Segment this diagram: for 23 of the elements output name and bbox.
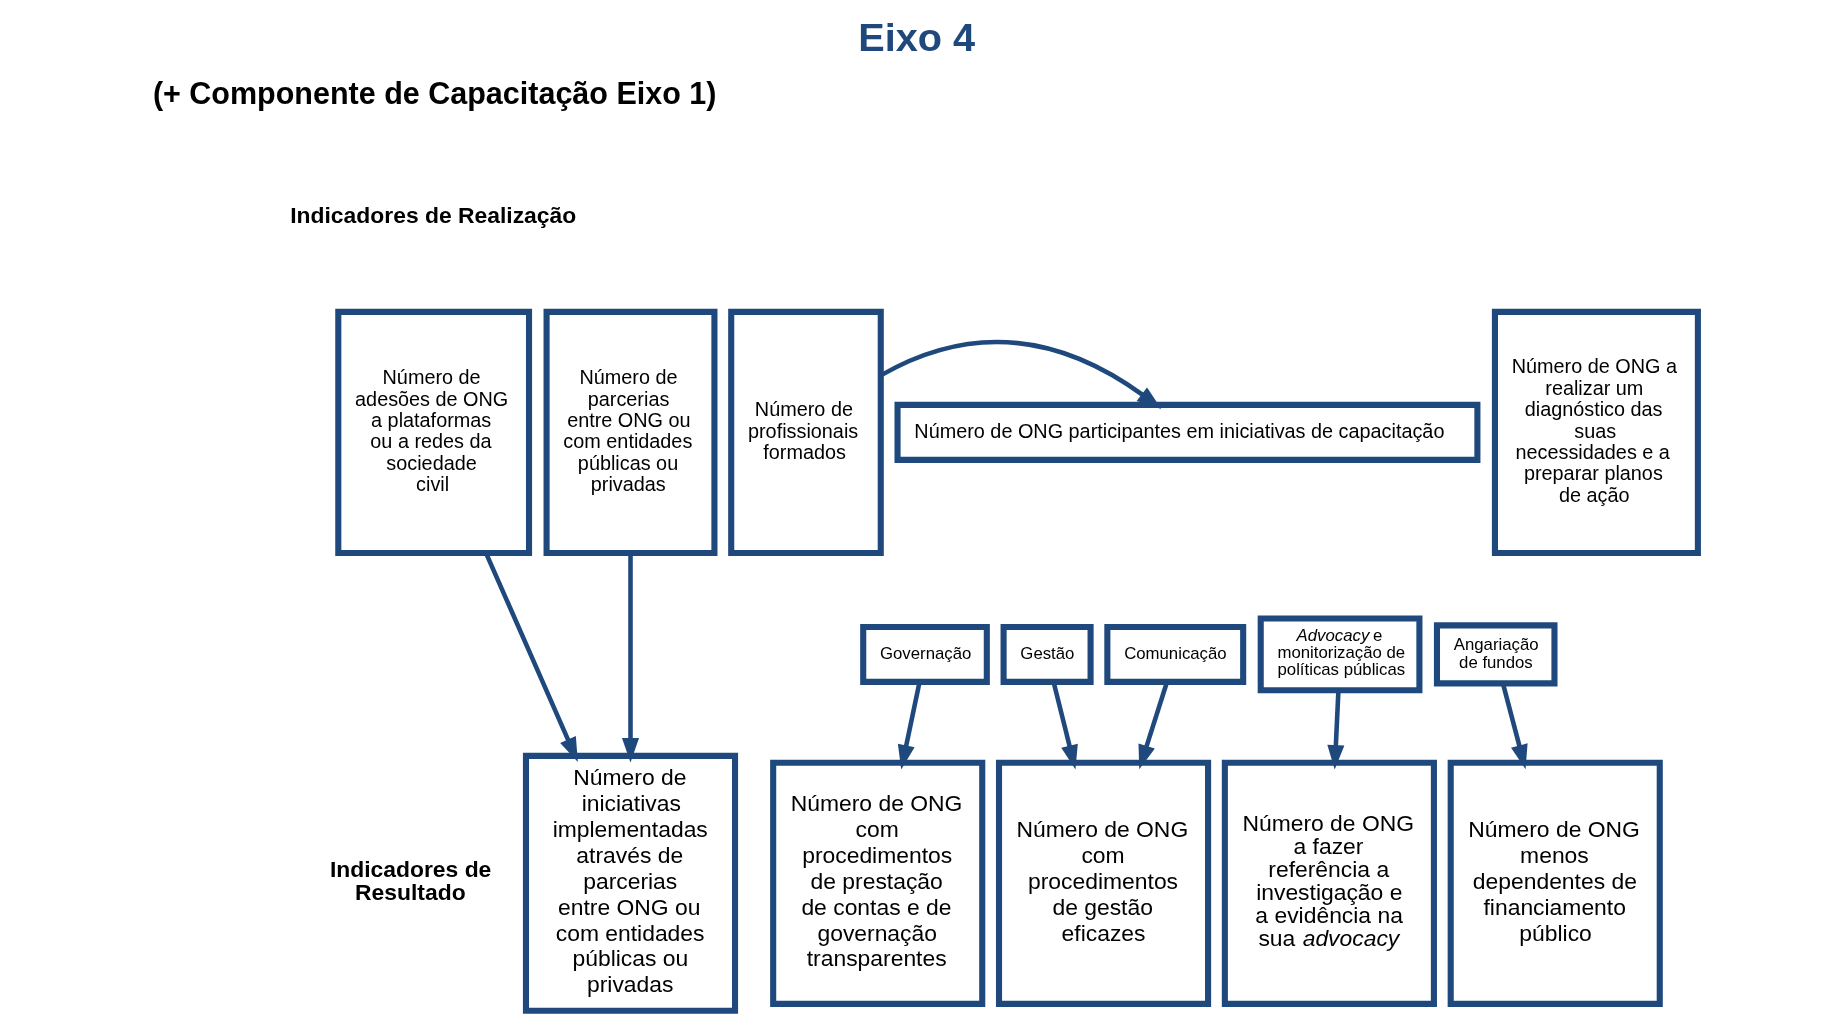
label: Indicadores de Realização — [290, 201, 577, 228]
node-box: Advocacy e monitorização de políticas públicas — [1257, 615, 1423, 694]
node-box: Governação — [860, 623, 990, 685]
node-box: Número de adesões de ONG a plataformas ou a redes da sociedade civil — [335, 308, 533, 556]
node-box: Gestão — [1000, 623, 1094, 685]
label: Indicadores de Resultado — [329, 856, 492, 906]
node-box: Número de iniciativas implementadas através de parcerias entre ONG ou com entidades públicas ou privadas — [522, 752, 739, 1014]
diagram-title: Eixo 4 — [858, 14, 976, 59]
node-box: Número de ONG a fazer referência a investigação e a evidência na sua advocacy — [1221, 759, 1437, 1007]
node-box: Número de ONG a realizar um diagnóstico das suas necessidades e a preparar planos de ação — [1491, 308, 1701, 556]
node-box: Número de ONG participantes em iniciativas de capacitação — [894, 401, 1481, 463]
label: (+ Componente de Capacitação Eixo 1) — [152, 76, 717, 111]
node-box: Número de ONG com procedimentos de gestão eficazes — [995, 759, 1212, 1007]
node-box: Número de profissionais formados — [728, 308, 884, 556]
node-box: Número de ONG com procedimentos de prestação de contas e de governação transparentes — [770, 759, 986, 1007]
arrow — [1327, 690, 1345, 770]
arrow — [1500, 683, 1528, 770]
node-box: Comunicação — [1104, 623, 1247, 685]
node-box: Número de parcerias entre ONG ou com entidades públicas ou privadas — [543, 308, 718, 556]
node-box: Número de ONG menos dependentes de financiamento público — [1447, 759, 1663, 1007]
node-box: Angariação de fundos — [1433, 622, 1558, 687]
arrow — [621, 553, 640, 763]
arrow — [880, 339, 1162, 410]
